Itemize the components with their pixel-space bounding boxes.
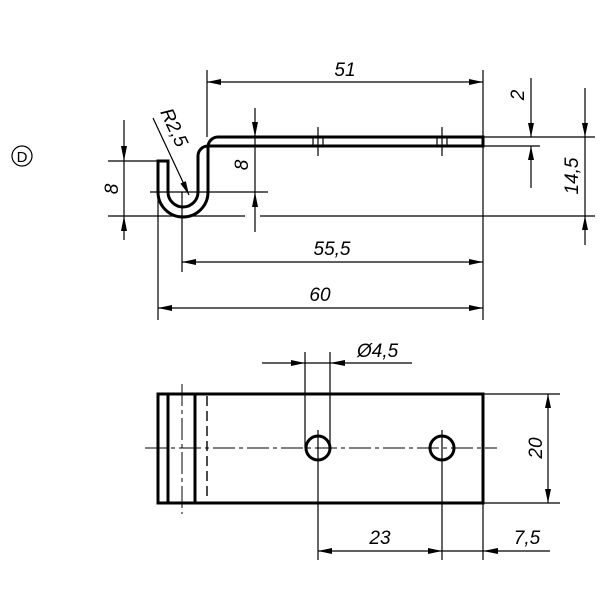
dim-2-label: 2 xyxy=(508,89,529,101)
view-label: D xyxy=(11,145,33,167)
dim-14-5-label: 14,5 xyxy=(562,157,583,194)
dim-20-label: 20 xyxy=(526,437,547,460)
dim-23-label: 23 xyxy=(368,528,391,549)
svg-text:D: D xyxy=(17,149,28,166)
dim-55-5-label: 55,5 xyxy=(314,239,351,260)
dim-7-5-label: 7,5 xyxy=(514,528,541,549)
dim-60-label: 60 xyxy=(309,285,331,306)
dim-7-5-arrow xyxy=(483,548,498,554)
dim-r2-5-leader xyxy=(152,117,190,196)
dim-8-left-label: 8 xyxy=(102,183,123,194)
dim-diameter-label: Ø4,5 xyxy=(356,341,399,362)
dim-r2-5-label: R2,5 xyxy=(155,105,191,151)
dim-diameter-arrow xyxy=(330,360,345,366)
side-view-outline xyxy=(156,135,485,219)
extension-lines xyxy=(108,70,595,320)
dim-51-label: 51 xyxy=(334,60,355,81)
dim-8-right-label: 8 xyxy=(232,159,253,170)
